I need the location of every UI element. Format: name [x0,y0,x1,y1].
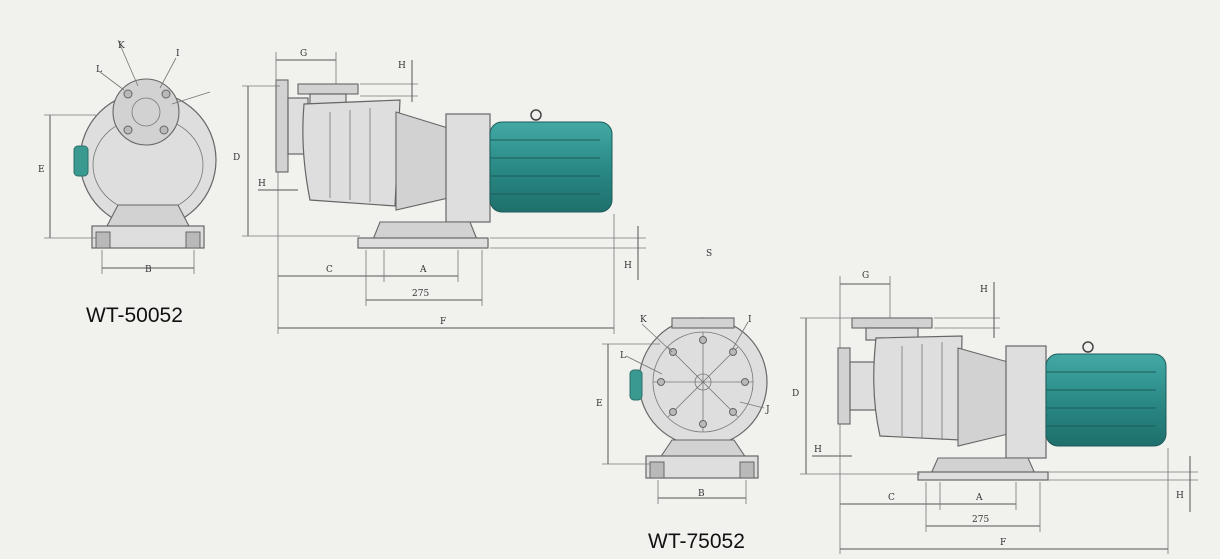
bolt-hole [699,336,707,344]
label-h-side2-base: H [1176,491,1184,501]
label-g-side: G [300,49,307,59]
leader-j [739,401,765,409]
label-h-side-left: H [258,179,266,189]
label-j-front2: J [765,405,770,415]
bracket [395,111,449,211]
label-h-side2-left: H [814,445,822,455]
bolt-hole [669,348,677,356]
motor [1045,353,1167,447]
bolt-hole [699,420,707,428]
front-base-foot [95,231,111,249]
label-h-side-top: H [398,61,406,71]
outlet-flange [297,83,359,95]
bolt-hole [741,378,749,386]
lifting-eye [530,109,542,121]
leader-i [159,57,177,89]
label-i-front2: I [748,315,752,325]
label-e-front2: E [596,399,603,409]
label-h-side-base: H [624,261,632,271]
label-l-front: L [96,65,102,75]
label-h-side2-top: H [980,285,988,295]
leader-k [117,39,139,87]
leader-i [731,321,749,351]
label-e-front: E [38,165,45,175]
label-d-side: D [233,153,240,163]
model-label-wt75052: WT-75052 [648,530,745,553]
outlet-bore [131,97,161,127]
label-a-side: A [419,265,427,275]
label-f-side2: F [1000,538,1006,548]
label-b-front2: B [698,489,705,499]
wt50052-front-view [44,39,217,274]
wt75052-front-view [602,317,768,504]
lifting-eye [1082,341,1094,353]
bolt-hole [161,89,171,99]
bolt-hole [123,89,133,99]
label-g-side2: G [862,271,869,281]
label-c-side2: C [888,493,895,503]
label-b-front: B [145,265,152,275]
label-275-side: 275 [412,289,429,299]
label-s-note: S [706,249,712,259]
label-d-side2: D [792,389,799,399]
inlet-stub [629,369,643,401]
leader-i2 [171,91,211,105]
model-label-wt50052: WT-50052 [86,304,183,327]
front-base [91,225,205,249]
motor [489,121,613,213]
inlet-flange [275,79,289,173]
front-base-foot [649,461,665,479]
bolt-hole [657,378,665,386]
adapter [1005,345,1047,459]
label-f-side: F [440,317,446,327]
label-275-side2: 275 [972,515,989,525]
label-l-front2: L [620,351,626,361]
label-k-front2: K [640,315,647,325]
front-base [645,455,759,479]
leader-k [641,323,673,353]
label-k-front: K [118,41,125,51]
leader-l [99,71,125,91]
front-pedestal [105,204,191,229]
side-base-plate [917,471,1049,481]
front-pedestal [658,439,748,459]
inlet-stub [73,145,89,177]
outlet-flange [671,317,735,329]
front-base-foot [185,231,201,249]
bolt-hole [123,125,133,135]
label-c-side: C [326,265,333,275]
leader-l [625,355,663,375]
bolt-hole [729,348,737,356]
impeller-spoke [667,346,739,418]
label-a-side2: A [975,493,983,503]
bolt-hole [729,408,737,416]
side-base-plate [357,237,489,249]
bracket [957,347,1009,447]
bolt-hole [669,408,677,416]
bolt-hole [159,125,169,135]
pump-casing [873,335,963,441]
label-i-front: I [176,49,180,59]
outlet-flange [851,317,933,329]
pump-casing [302,99,401,207]
inlet-flange [837,347,851,425]
front-base-foot [739,461,755,479]
wt75052-side-view [800,276,1198,554]
adapter [445,113,491,223]
wt50052-side-view [242,52,646,334]
